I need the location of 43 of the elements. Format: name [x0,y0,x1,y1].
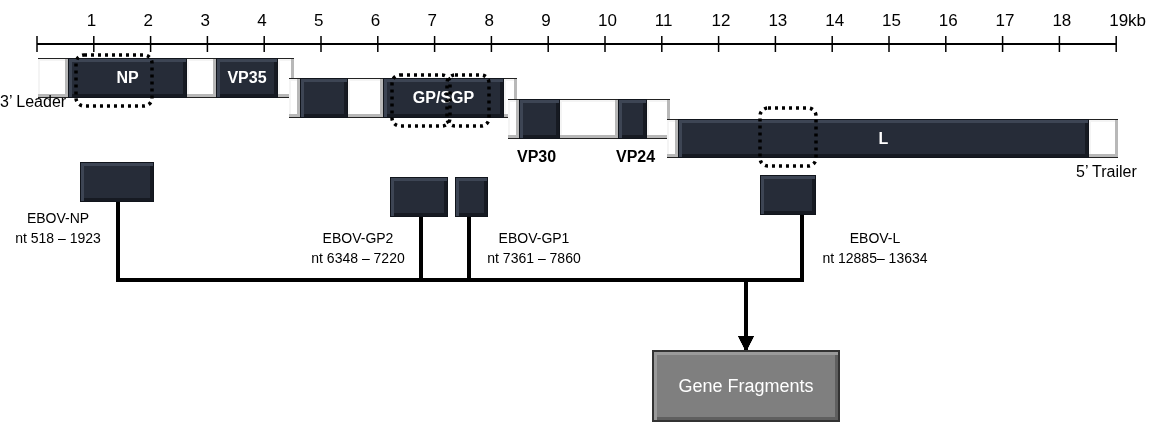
gene-block [300,78,348,118]
scale-tick-label: 13 [768,12,788,29]
scale-tick-label: 3 [200,12,210,29]
end-label: 5’ Trailer [1076,164,1137,180]
gene-block: L [678,119,1089,158]
fragment-label: EBOV-GP1 [497,231,571,245]
fragment-label: EBOV-NP [25,211,91,225]
end-label: 3’ Leader [0,94,67,110]
gene-block: GP/SGP [383,78,504,118]
scale-tick-label: 8 [484,12,494,29]
gene-block [519,99,560,139]
gene-block: VP35 [216,58,278,98]
scale-tick-label: 16 [938,12,958,29]
scale-tick-label: 18 [1052,12,1072,29]
scale-tick-label: 2 [143,12,154,29]
fragment-block [80,162,154,202]
scale-tick-label: 12 [711,12,731,29]
scale-tick-label: 5 [314,12,324,29]
fragment-label: EBOV-L [848,231,902,245]
result-box: Gene Fragments [652,350,840,422]
fragment-label: nt 6348 – 7220 [310,251,406,265]
scale-tick-label: 15 [882,12,901,29]
scale-tick-label: 7 [427,12,438,29]
scale-tick-label: 14 [825,12,845,29]
scale-tick-label: 4 [257,12,267,29]
scale-tick-label: 19kb [1109,12,1147,29]
gene-block: NP [68,58,187,98]
fragment-block [455,177,488,217]
gene-label: VP30 [517,149,557,165]
scale-tick-label: 6 [370,12,381,29]
fragment-label: nt 518 – 1923 [14,231,102,245]
fragment-block [760,175,816,215]
scale-tick-label: 11 [654,12,673,29]
scale-tick-label: 10 [598,12,617,29]
scale-tick-label: 17 [995,12,1015,29]
fragment-label: nt 7361 – 7860 [486,251,582,265]
gene-label: VP24 [616,149,656,165]
fragment-block [390,177,448,217]
fragment-label: nt 12885– 13634 [821,251,929,265]
scale-tick-label: 1 [86,12,97,29]
scale-tick-label: 9 [541,12,551,29]
gene-block [618,99,647,139]
fragment-label: EBOV-GP2 [321,231,395,245]
